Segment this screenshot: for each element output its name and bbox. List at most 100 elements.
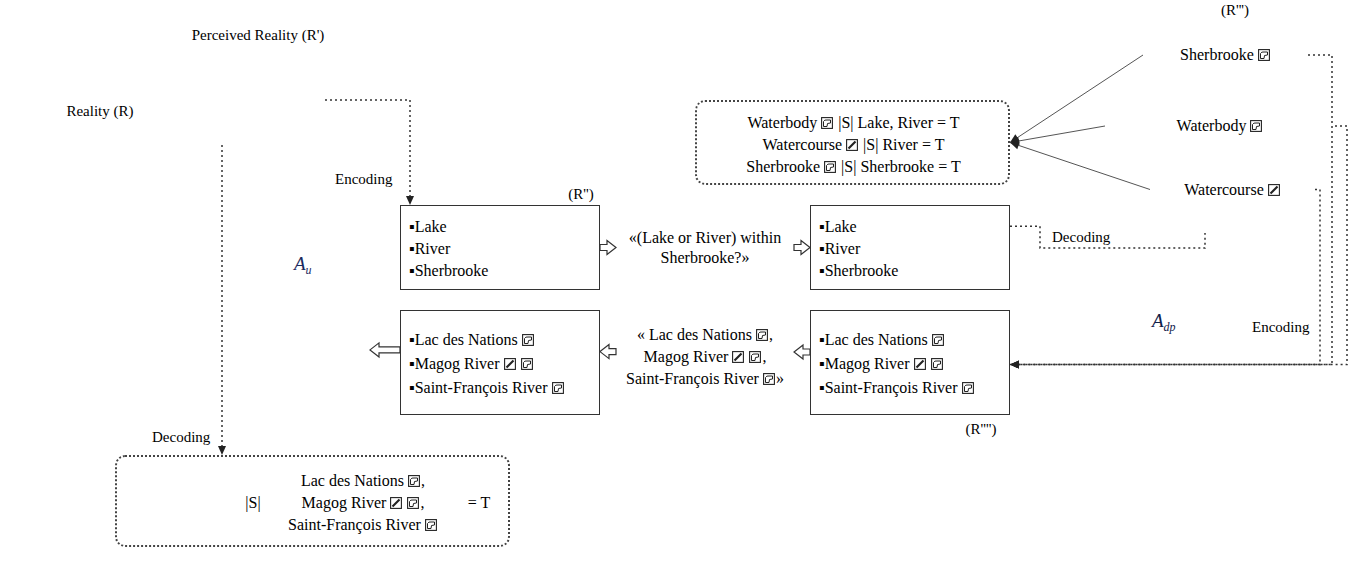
text-block: = T [453, 457, 505, 549]
cloud-bump-fill [1094, 134, 1177, 217]
connector [1010, 55, 1143, 143]
cloud-bump-fill [241, 110, 275, 144]
icon-polygon [934, 336, 941, 343]
hollow-arrow [794, 345, 810, 359]
icon-polygon [427, 522, 434, 529]
concept-ellipse: Sherbrooke [1143, 30, 1308, 80]
text-line: ▪Magog River [409, 352, 534, 376]
icon-frame [764, 374, 775, 385]
label-text: |S| River = T [863, 136, 944, 153]
user-agent: Au [232, 168, 370, 330]
cloud-bump-fill [1058, 96, 1141, 179]
cloud-bump-fill [193, 91, 227, 125]
cloud-bump-fill [288, 91, 322, 125]
polygon-icon [824, 161, 836, 173]
label-text: Magog River [302, 494, 387, 511]
edge-label: Decoding [150, 428, 212, 446]
text-line: ▪River [409, 238, 450, 260]
cloud-bump [210, 104, 246, 140]
text-line: Waterbody [1177, 116, 1264, 136]
connector [794, 241, 810, 255]
result-box: ▪Lac des Nations▪Magog River▪Saint-Franç… [400, 310, 600, 415]
icon-polygon [523, 360, 530, 367]
text-block: « Lac des Nations,Magog River,Saint-Fran… [620, 312, 790, 402]
text-line: Watercourse [1184, 180, 1281, 200]
connector [1010, 126, 1347, 369]
stick-figure [262, 150, 305, 310]
polygon-icon [408, 475, 420, 487]
arrow-head [406, 196, 414, 205]
concept-box: (R'')▪Lake▪River▪Sherbrooke [400, 205, 600, 290]
icon-polygon [1260, 52, 1267, 59]
connector [1010, 226, 1205, 248]
cloud-bump [1199, 24, 1284, 109]
polygon-icon [821, 117, 833, 129]
icon-polygon [827, 163, 834, 170]
icon-frame [552, 382, 563, 393]
connector [600, 345, 616, 359]
icon-polygon [933, 360, 940, 367]
label-text: (R'''') [966, 421, 997, 437]
arrow-head [218, 446, 226, 455]
line-icon [504, 358, 516, 370]
text-block: Waterbody|S| Lake, River = TWatercourse|… [701, 102, 1006, 187]
label-text: Watercourse [763, 136, 843, 153]
concept-box: ▪Lake▪River▪Sherbrooke [810, 205, 1010, 290]
label-text: ▪Lake [409, 218, 447, 235]
text-block: Lac des Nations,Magog River,Saint-Franço… [273, 457, 453, 549]
label-text: ▪Magog River [819, 355, 910, 372]
icon-frame [822, 117, 833, 128]
icon-frame [962, 382, 973, 393]
icon-frame [757, 330, 768, 341]
connector [370, 343, 400, 357]
icon-frame [1258, 50, 1269, 61]
label-text: ▪Lac des Nations [409, 331, 518, 348]
text-block: ▪Lake▪River▪Sherbrooke [409, 206, 593, 291]
label-text: Reality (R) [66, 103, 133, 119]
cloud-bump [1093, 133, 1178, 218]
icon-frame [391, 498, 402, 509]
cloud-bump [1057, 95, 1142, 180]
connector-line [1010, 55, 1332, 365]
eye-symbol [239, 177, 255, 199]
icon-polygon [824, 119, 831, 126]
connector [1010, 190, 1320, 369]
text-line: (R'''') [966, 420, 997, 439]
icon-frame [408, 498, 419, 509]
text-line: Sherbrooke [1180, 45, 1271, 65]
label-text: , [769, 326, 773, 343]
label-text: , [420, 494, 424, 511]
text-line: ▪Saint-François River [819, 376, 975, 400]
result-box: ▪Lac des Nations ▪Magog River ▪Saint-Franç… [810, 310, 1010, 415]
icon-polygon [524, 336, 531, 343]
text-line: « Lac des Nations, [637, 324, 773, 346]
icon-frame [521, 358, 532, 369]
text-line: |S| [245, 493, 260, 513]
label-text: dp [1164, 320, 1176, 334]
label-text: ▪Lac des Nations [819, 331, 928, 348]
connector [1010, 126, 1105, 145]
text-line: ▪River [819, 238, 860, 260]
polygon-icon [1258, 49, 1270, 61]
polygon-icon [756, 329, 768, 341]
cloud-bump-fill [288, 75, 322, 109]
text-block: ▪Lake▪River▪Sherbrooke [819, 206, 1003, 291]
text-line: Adp [1152, 309, 1176, 339]
arrow-head [1010, 142, 1020, 150]
polygon-icon [521, 358, 533, 370]
icon-line [916, 360, 923, 367]
icon-frame [931, 358, 942, 369]
text-block: (R''') [1200, 1, 1270, 19]
text-block: Au [294, 248, 334, 286]
cloud-bump-fill [211, 61, 245, 95]
icon-polygon [765, 376, 772, 383]
cloud-bump-fill [1232, 134, 1315, 217]
label-text: ▪Magog River [409, 355, 500, 372]
connector-line [1010, 126, 1347, 365]
icon-polygon [964, 384, 971, 391]
text-line: (R'') [568, 185, 593, 204]
icon-line [506, 360, 513, 367]
label-text: |S| Sherbrooke = T [841, 158, 961, 175]
cloud-outline [190, 55, 325, 145]
label-text: ▪River [819, 240, 860, 257]
